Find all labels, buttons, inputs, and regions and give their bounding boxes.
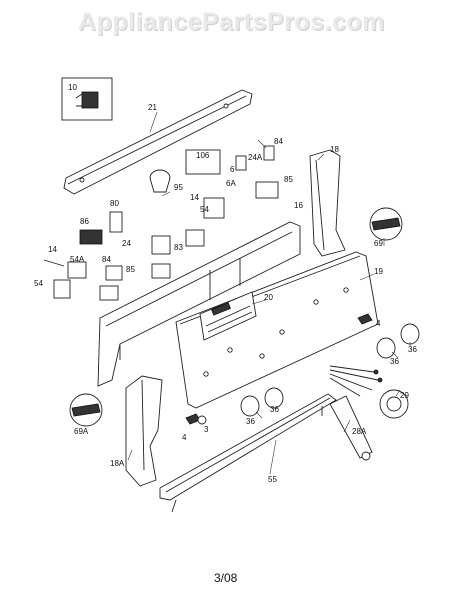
part-28A-shaft: [329, 395, 373, 461]
part-55-lower-trim: [159, 393, 337, 513]
callout-84-left: 84: [102, 255, 111, 264]
callout-18: 18: [330, 145, 339, 154]
callout-69A: 69A: [74, 427, 89, 436]
callout-14-top: 14: [190, 193, 199, 202]
callout-86: 86: [80, 217, 89, 226]
callout-80: 80: [110, 199, 119, 208]
callout-4-right: 4: [376, 319, 381, 328]
callout-106: 106: [196, 151, 210, 160]
part-18-right-endcap: [309, 149, 346, 257]
callout-36-mid-right: 36: [390, 357, 399, 366]
part-21-top-trim: [63, 89, 253, 195]
callout-36-center: 36: [270, 405, 279, 414]
revision-date: 3/08: [214, 571, 238, 585]
callout-95: 95: [174, 183, 183, 192]
callout-85-top: 85: [284, 175, 293, 184]
callout-36-upper-right: 36: [408, 345, 417, 354]
callout-10: 10: [68, 83, 77, 92]
part-29-knob: [379, 389, 409, 419]
site-watermark: AppliancePartsPros.com: [78, 8, 385, 36]
callout-28A: 28A: [352, 427, 367, 436]
part-18A-left-endcap: [125, 375, 163, 487]
callout-55: 55: [268, 475, 277, 484]
callout-6A: 6A: [226, 179, 236, 188]
callout-19: 19: [374, 267, 383, 276]
callout-54A: 54A: [70, 255, 85, 264]
part-10-inset: [61, 77, 113, 121]
part-69A-screw: [69, 393, 103, 427]
callout-69: 69: [374, 239, 383, 248]
part-20-display-board: [199, 291, 257, 341]
callout-83: 83: [174, 243, 183, 252]
callout-labels: 10 21 106 84 24A 18 95 6 6A 85 80 14 54 …: [34, 83, 417, 484]
part-19-control-panel: [175, 251, 379, 409]
callout-16: 16: [294, 201, 303, 210]
callout-20: 20: [264, 293, 273, 302]
callout-54-left: 54: [34, 279, 43, 288]
part-36-knobs: [240, 323, 420, 417]
callout-85-left: 85: [126, 265, 135, 274]
callout-84-top: 84: [274, 137, 283, 146]
callout-6: 6: [230, 165, 235, 174]
callout-29: 29: [400, 391, 409, 400]
callout-14-left: 14: [48, 245, 57, 254]
part-69-screw: [369, 207, 403, 241]
leader-lines: [127, 111, 411, 475]
callout-24: 24: [122, 239, 131, 248]
callout-18A: 18A: [110, 459, 125, 468]
callout-36-lower-center: 36: [246, 417, 255, 426]
part-4-and-3-hardware: [185, 313, 373, 425]
callout-54-top: 54: [200, 205, 209, 214]
callout-24A: 24A: [248, 153, 263, 162]
switch-components: [43, 145, 279, 301]
callout-3: 3: [204, 425, 209, 434]
callout-21: 21: [148, 103, 157, 112]
callout-4-left: 4: [182, 433, 187, 442]
wire-harness: [329, 365, 383, 397]
rear-bracket-frame: [97, 221, 301, 387]
